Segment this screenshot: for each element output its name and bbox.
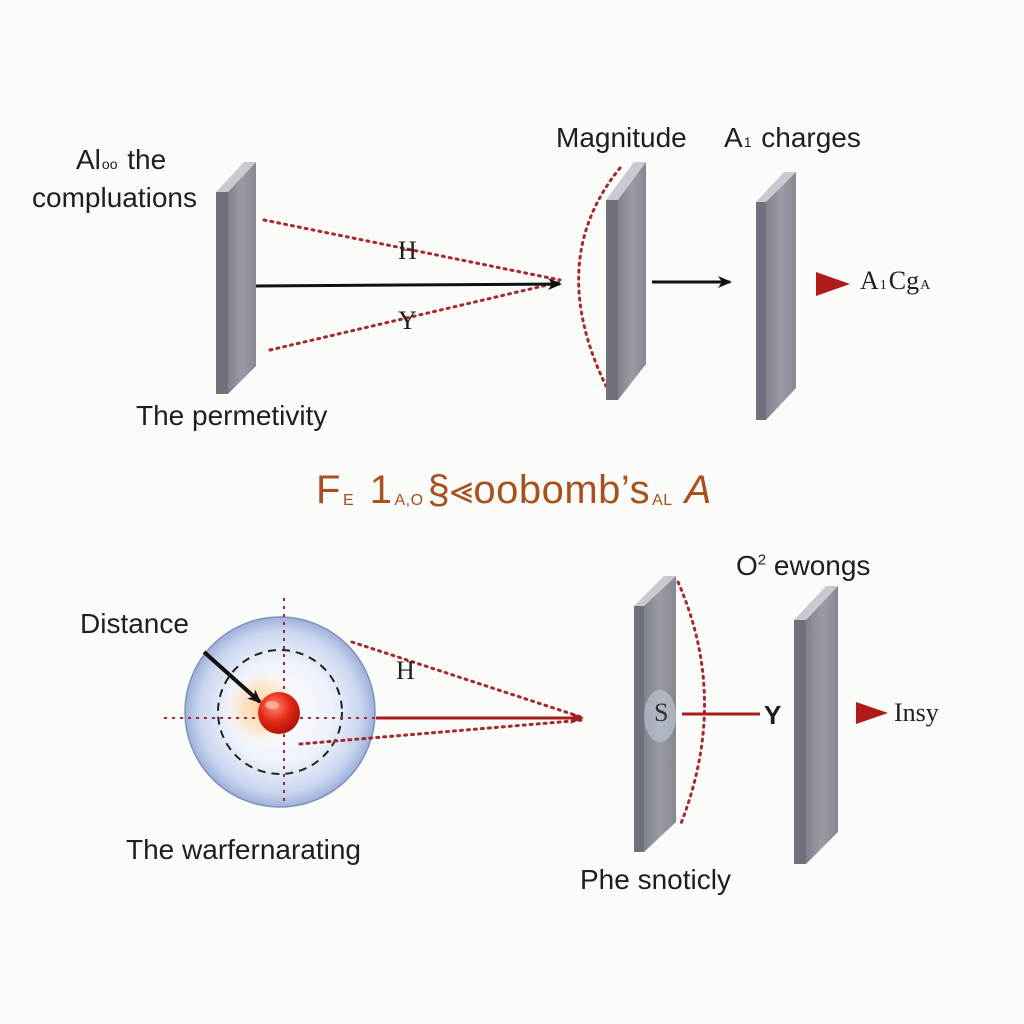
label-all-the: Aloo the [76,146,166,174]
title-part1: F [316,468,341,512]
label-snoticly: Phe snoticly [580,864,731,895]
label-s-plate: S [654,698,669,727]
dotted-ray-bottom-lower [298,718,586,746]
distance-arrow [202,650,262,704]
label-o2-main: O [736,550,758,581]
label-o2-ewongs: O2 ewongs [736,552,870,580]
marker-label-top: A1CgA [860,268,932,294]
label-o2-tail: ewongs [773,550,871,581]
label-permittivity: The permetivity [136,400,328,431]
label-all-main: Al [76,144,101,175]
label-magnitude: Magnitude [556,122,687,153]
plate-bottom-left [634,576,676,852]
label-o2-sup: 2 [757,551,767,569]
dotted-arc-top [577,166,622,388]
title-part4: A [684,468,712,512]
title-part3: §⪡oobomb’s [427,468,651,512]
marker-label-top-main: A [860,266,879,295]
label-wartenrating: The warfernarating [126,834,362,865]
label-h-top: H [398,236,417,265]
label-computations: compluations [32,182,197,213]
dotted-ray-bottom-upper [350,640,586,720]
charge-sphere [258,692,300,734]
plate-bottom-right [794,586,838,864]
marker-triangle-bottom [856,702,888,724]
label-y-bottom: Y [764,700,782,730]
label-distance: Distance [80,608,189,639]
dotted-ray-top-upper [262,218,562,282]
title-part1-sub: E [342,492,355,509]
label-all-sub: oo [101,156,118,172]
dotted-ray-top-lower [268,280,562,352]
force-arrow-top [255,278,562,291]
label-charges-tail: charges [761,122,861,153]
label-y-top: Y [398,306,417,335]
title-part2-sub: A,O [394,492,424,509]
label-all-tail: the [127,144,167,175]
marker-label-bottom: Insy [894,698,939,727]
marker-label-top-sub: 1 [879,278,887,293]
marker-label-top-end: A [920,278,931,293]
plate-top-middle [606,162,646,400]
plate-top-left [216,162,256,394]
title-part2: 1 [369,468,393,512]
label-charges-main: A [724,122,743,153]
marker-label-top-tail: Cg [888,266,920,295]
title-part3-sub: AL [652,492,673,509]
label-charges: A1 charges [724,124,861,152]
dotted-arc-bottom [676,580,706,828]
label-charges-sub: 1 [743,134,752,150]
label-h-bottom: H [396,656,415,685]
plate-top-right [756,172,796,420]
marker-triangle-top [816,272,850,296]
